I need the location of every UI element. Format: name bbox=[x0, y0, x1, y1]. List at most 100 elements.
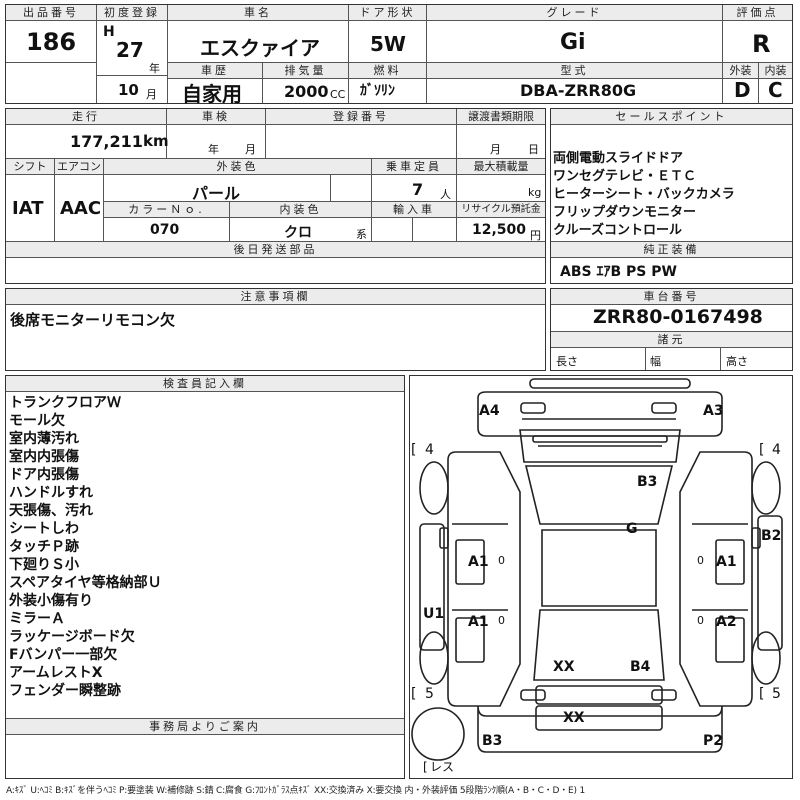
registration-month: 10 bbox=[118, 81, 139, 99]
inspector-item: ハンドルすれ bbox=[9, 485, 93, 501]
interior-color-unit: 系 bbox=[356, 228, 367, 241]
inspector-item: ドア内張傷 bbox=[9, 467, 79, 483]
displacement: 2000 bbox=[284, 82, 329, 101]
car-history: 自家用 bbox=[182, 82, 242, 106]
inspector-item: フェンダー瞬整跡 bbox=[9, 683, 121, 699]
svg-text:[: [ bbox=[423, 760, 428, 774]
code-a4: A4 bbox=[479, 403, 500, 419]
tire-depths: [ 4 [ 4 [ 5 [ 5 [ レス bbox=[411, 442, 781, 774]
mileage-unit: km bbox=[143, 132, 169, 150]
sales-points-label: セールスポイント bbox=[551, 109, 792, 125]
grade: Gi bbox=[560, 30, 586, 55]
exterior-grade: D bbox=[734, 78, 751, 102]
recycle-deposit: 12,500 bbox=[472, 222, 527, 238]
code-b4: B4 bbox=[630, 659, 651, 675]
inspector-label: 検査員記入欄 bbox=[6, 376, 404, 392]
interior-color: クロ bbox=[284, 225, 312, 241]
code-b2: B2 bbox=[761, 528, 781, 544]
lot-number-label: 出品番号 bbox=[6, 5, 96, 21]
recycle-deposit-label: リサイクル預託金 bbox=[457, 202, 545, 218]
inspector-item: トランクフロアＷ bbox=[9, 395, 121, 411]
svg-text:[: [ bbox=[411, 686, 416, 702]
door-type: 5W bbox=[370, 32, 406, 56]
inspector-item: モール欠 bbox=[9, 413, 65, 429]
code-b3-bottom: B3 bbox=[482, 733, 502, 749]
exterior-color: パール bbox=[192, 184, 241, 203]
code-g: G bbox=[626, 521, 638, 537]
header-panel bbox=[5, 4, 793, 104]
mileage-label: 走行 bbox=[6, 109, 166, 125]
inspector-list: トランクフロアＷ モール欠室内薄汚れ室内内張傷ドア内張傷ハンドルすれ天張傷、汚れシ… bbox=[9, 394, 162, 700]
aircon: AAC bbox=[60, 198, 102, 219]
car-diagram: A4 A3 B3 G B2 A1 0 0 A1 U1 A1 0 0 A2 XX … bbox=[411, 378, 783, 774]
zero-left-2: 0 bbox=[498, 614, 505, 627]
recycle-unit: 円 bbox=[530, 229, 541, 242]
zero-right-1: 0 bbox=[697, 554, 704, 567]
transfer-month-unit: 月 bbox=[490, 143, 501, 156]
notes-label: 注意事項欄 bbox=[6, 289, 545, 305]
displacement-label: 排気量 bbox=[263, 63, 348, 79]
exterior-label: 外装 bbox=[723, 63, 758, 79]
door-type-label: ドア形状 bbox=[349, 5, 426, 21]
inspector-item: タッチＰ跡 bbox=[9, 539, 79, 555]
inspector-item: 天張傷、汚れ bbox=[9, 503, 93, 519]
later-shipment-label: 後日発送部品 bbox=[6, 242, 545, 258]
inspector-item: アームレストX bbox=[9, 665, 103, 681]
vehicle-info-panel bbox=[5, 108, 546, 284]
tire-rear-right: 5 bbox=[772, 686, 781, 702]
interior-grade: C bbox=[768, 78, 783, 102]
sales-points-panel bbox=[550, 108, 793, 284]
equipment: ABS ｴｱB PS PW bbox=[560, 264, 677, 280]
shift: IAT bbox=[12, 198, 44, 219]
first-registration-label: 初度登録 bbox=[97, 5, 167, 21]
interior-color-label: 内装色 bbox=[230, 202, 371, 218]
sales-point-4: フリップダウンモニター bbox=[553, 205, 697, 220]
registration-year: 27 bbox=[116, 38, 144, 62]
notes-panel bbox=[5, 288, 546, 371]
capacity: 7 bbox=[412, 180, 424, 199]
chassis-number-label: 車台番号 bbox=[551, 289, 792, 305]
chassis-panel bbox=[550, 288, 793, 371]
color-number: 070 bbox=[150, 222, 180, 238]
lot-number: 186 bbox=[26, 28, 77, 56]
max-load-label: 最大積載量 bbox=[457, 159, 545, 175]
code-a2: A2 bbox=[716, 614, 737, 630]
code-a1-left-1: A1 bbox=[468, 554, 489, 570]
length-label: 長さ bbox=[556, 355, 578, 368]
model-code: DBA-ZRR80G bbox=[520, 81, 637, 100]
office-notice-label: 事務局よりご案内 bbox=[6, 719, 404, 735]
zero-right-2: 0 bbox=[697, 614, 704, 627]
inspector-item: 外装小傷有り bbox=[9, 593, 93, 609]
grade-label: グレード bbox=[427, 5, 722, 21]
registration-year-unit: 年 bbox=[149, 62, 160, 75]
inspector-item: 室内薄汚れ bbox=[9, 431, 79, 447]
chassis-number: ZRR80-0167498 bbox=[593, 306, 763, 328]
sales-point-5: クルーズコントロール bbox=[553, 223, 682, 238]
max-load-unit: kg bbox=[528, 186, 542, 199]
tire-rear-left: 5 bbox=[425, 686, 434, 702]
zero-left-1: 0 bbox=[498, 554, 505, 567]
legend: A:ｷｽﾞ U:ﾍｺﾐ B:ｷｽﾞを伴うﾍｺﾐ P:要塗装 W:補修跡 S:錆 … bbox=[6, 786, 585, 796]
mileage: 177,211 bbox=[70, 132, 143, 151]
sales-point-2: ワンセグテレビ・ＥＴＣ bbox=[553, 169, 697, 184]
spare-tire: レス bbox=[430, 760, 454, 774]
car-name: エスクァイア bbox=[200, 36, 320, 60]
svg-text:[: [ bbox=[411, 442, 416, 458]
specs-label: 諸元 bbox=[551, 332, 792, 348]
model-code-label: 型式 bbox=[427, 63, 722, 79]
svg-text:[: [ bbox=[759, 686, 764, 702]
inspector-item: シートしわ bbox=[9, 521, 79, 537]
code-xx-left: XX bbox=[553, 659, 575, 675]
equipment-label: 純正装備 bbox=[551, 242, 792, 258]
era-mark: H bbox=[103, 24, 115, 40]
overall-score: R bbox=[752, 30, 771, 58]
transfer-day-unit: 日 bbox=[528, 143, 539, 156]
inspector-item: 室内内張傷 bbox=[9, 449, 79, 465]
notes-text: 後席モニターリモコン欠 bbox=[10, 311, 176, 329]
inspector-panel bbox=[5, 375, 405, 779]
damage-diagram-panel bbox=[409, 375, 793, 779]
inspector-item: Fバンパー一部欠 bbox=[9, 647, 118, 663]
exterior-color-label: 外装色 bbox=[104, 159, 371, 175]
plate-number-label: 登録番号 bbox=[266, 109, 456, 125]
interior-label: 内装 bbox=[759, 63, 792, 79]
